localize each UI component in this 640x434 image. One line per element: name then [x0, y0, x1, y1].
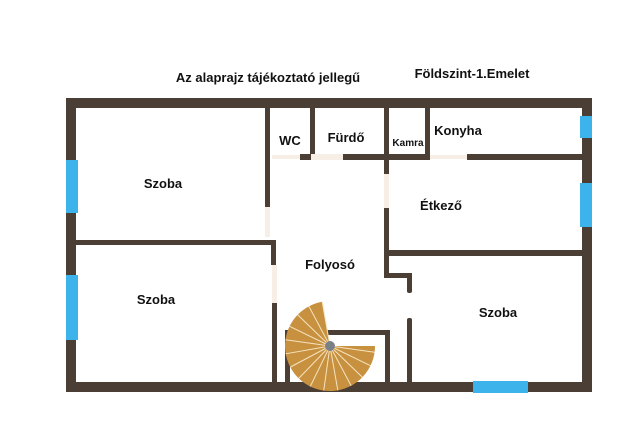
doors — [265, 154, 467, 303]
stair-tread-line — [308, 306, 331, 347]
wall-left-room-divider — [265, 108, 270, 207]
wall-kitchen-bottom — [467, 154, 582, 160]
stair-tread-line — [297, 314, 331, 347]
wall-jog — [384, 273, 412, 278]
stair-tread-line — [323, 345, 331, 391]
wall-right-room-left — [407, 318, 412, 384]
window-bottom-right — [473, 381, 528, 393]
wall-top — [66, 98, 592, 108]
stair-tread-line — [285, 345, 331, 355]
stair-tread-line — [329, 345, 371, 367]
stair-tread-line — [285, 339, 331, 347]
label-dining: Étkező — [420, 198, 462, 213]
door-bath — [311, 154, 343, 160]
spiral-staircase — [285, 301, 375, 392]
door-wc — [272, 155, 300, 159]
windows — [66, 116, 592, 393]
stair-tread-line — [290, 345, 331, 368]
stair-tread-line — [289, 325, 331, 347]
label-hallway: Folyosó — [305, 257, 355, 272]
label-room-top-left: Szoba — [144, 176, 183, 191]
room-labels: Szoba Szoba WC Fürdő Kamra Konyha Étkező… — [137, 123, 518, 320]
wall-jog-vertical — [407, 273, 412, 293]
stair-box-right — [385, 330, 390, 383]
wall-bath-kamra — [384, 108, 389, 174]
stair-post — [325, 341, 335, 351]
door-dining — [384, 174, 389, 208]
stair-tread-line — [298, 345, 331, 379]
stair-tread-line — [329, 345, 363, 378]
floor-title: Földszint-1.Emelet — [415, 66, 531, 81]
label-kitchen: Konyha — [434, 123, 482, 138]
stair-tread-line — [329, 345, 352, 386]
label-room-bottom-left: Szoba — [137, 292, 176, 307]
wall-bottom-left-room — [272, 303, 277, 383]
stair-tread-line — [329, 345, 375, 353]
stair-tread-line — [329, 345, 339, 391]
wall-left-rooms-horizontal — [66, 240, 276, 245]
label-room-right: Szoba — [479, 305, 518, 320]
wall-kamra-kitchen — [425, 108, 430, 160]
window-left-top — [66, 160, 78, 213]
wall-right — [582, 98, 592, 392]
disclaimer-title: Az alaprajz tájékoztató jellegű — [176, 70, 360, 85]
door-top-left-room — [265, 207, 270, 237]
stair-tread-line — [309, 345, 331, 387]
window-left-bottom — [66, 275, 78, 340]
window-dining — [580, 183, 592, 227]
wall-stub — [271, 240, 276, 265]
stair-tread-line — [321, 301, 331, 347]
wall-hall-dining — [384, 208, 389, 278]
door-kitchen — [430, 155, 467, 159]
label-bathroom: Fürdő — [328, 130, 365, 145]
window-kitchen — [580, 116, 592, 138]
stair-box-top — [285, 330, 390, 335]
wall-dining-bottom — [389, 250, 582, 256]
wall-wc-bottom — [300, 154, 311, 160]
label-pantry: Kamra — [392, 138, 424, 149]
wall-wc-bath — [310, 108, 315, 158]
label-wc: WC — [279, 133, 301, 148]
door-bottom-left-room — [272, 265, 277, 303]
